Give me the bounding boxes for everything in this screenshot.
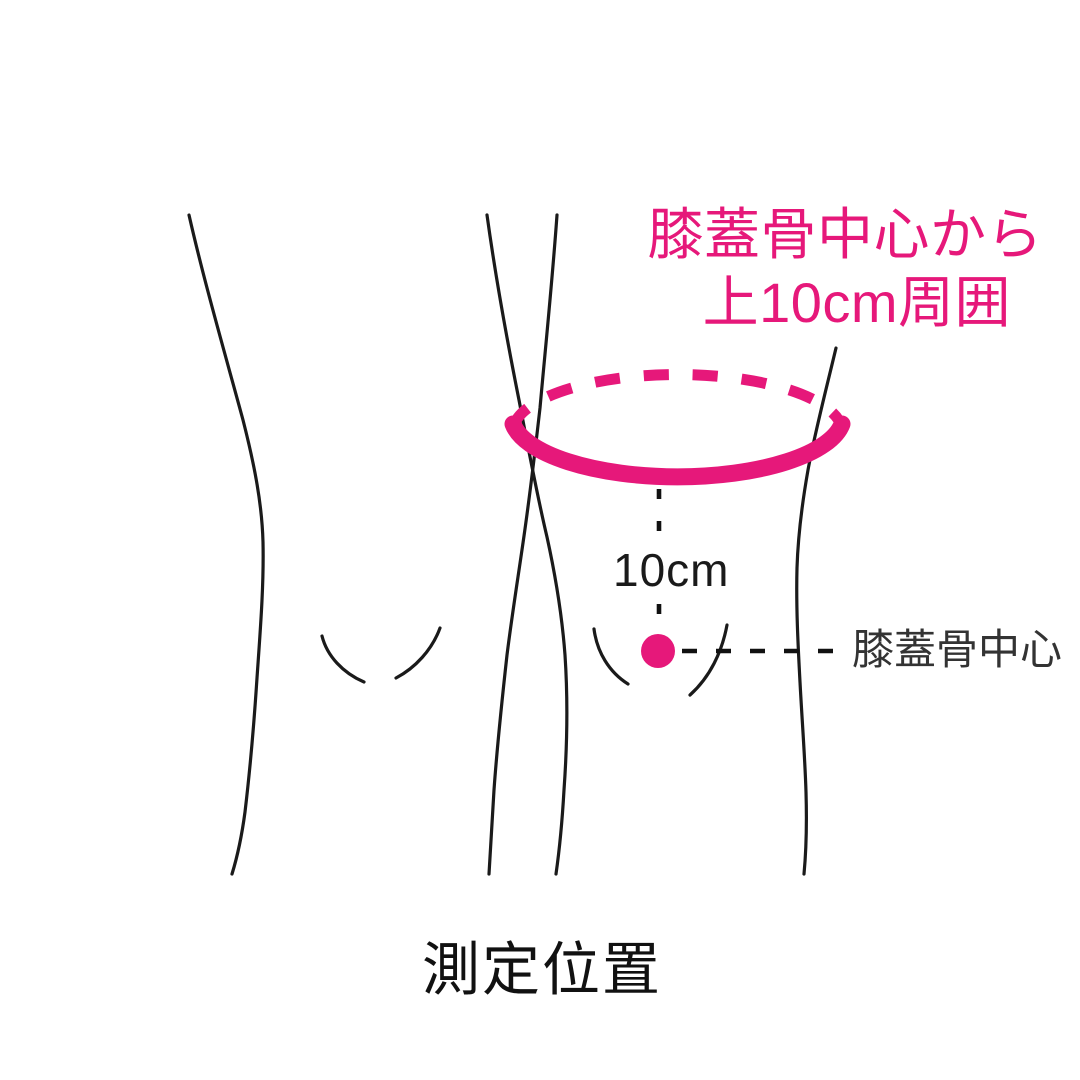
distance-leader-group: 10cm — [613, 489, 729, 636]
left-knee-crease-outer — [394, 626, 442, 680]
callout-group: 膝蓋骨中心から 上10cm周囲 — [648, 203, 1044, 334]
left-leg-outer-contour — [187, 213, 265, 876]
left-knee-crease-inner — [320, 634, 366, 684]
right-knee-crease-outer — [688, 623, 729, 697]
inner-contour-right-to-left — [487, 213, 559, 876]
ring-back-dashed-arc — [507, 369, 848, 430]
patella-center-dot — [641, 634, 675, 668]
distance-label: 10cm — [613, 544, 729, 596]
right-leg-outer-contour — [795, 346, 838, 876]
measurement-ring-group — [504, 369, 851, 486]
right-knee-crease-inner — [592, 627, 630, 686]
center-inner-contours — [485, 213, 569, 876]
patella-center-group: 膝蓋骨中心 — [641, 626, 1062, 673]
ring-front-solid-arc — [504, 415, 851, 486]
inner-contour-left-to-right — [485, 213, 569, 876]
figure-caption: 測定位置 — [422, 937, 662, 1002]
callout-line-2: 上10cm周囲 — [703, 271, 1011, 334]
right-leg-group — [592, 346, 838, 876]
left-leg-group — [187, 213, 442, 876]
callout-line-1: 膝蓋骨中心から — [648, 203, 1044, 266]
landmark-label: 膝蓋骨中心 — [852, 626, 1062, 673]
